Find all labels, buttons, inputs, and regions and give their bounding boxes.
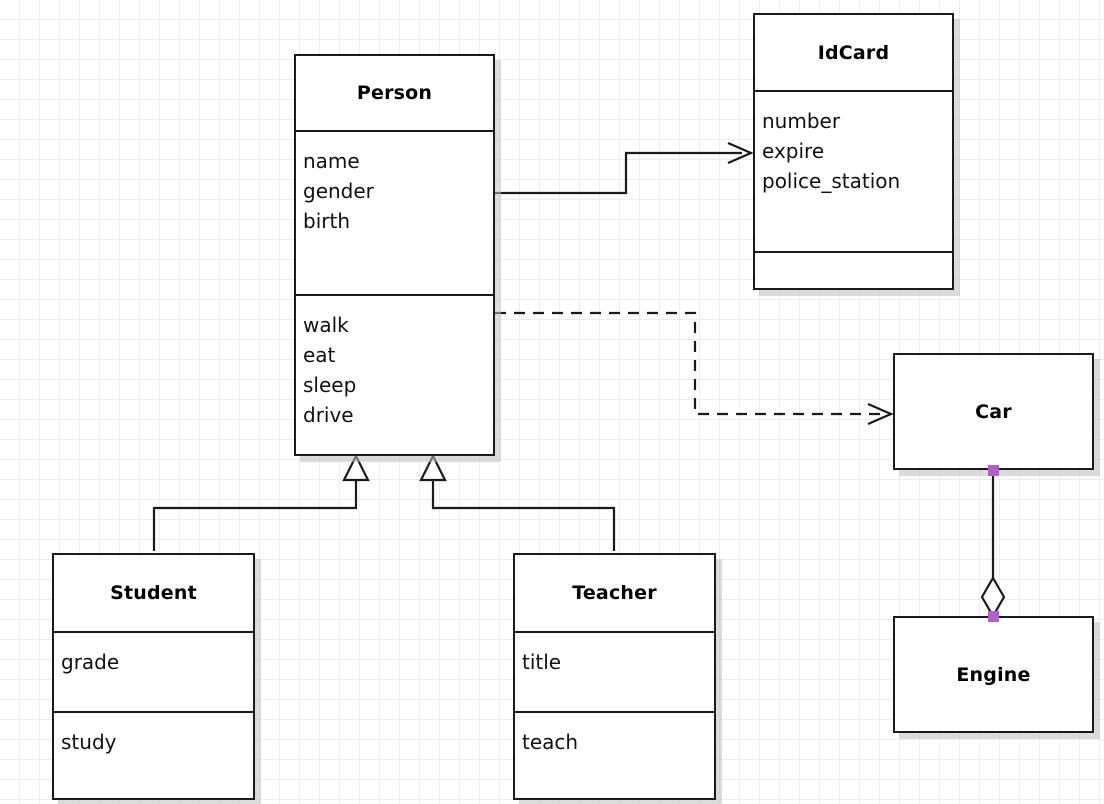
class-student-attributes: grade bbox=[54, 631, 253, 711]
hollow-triangle-teacher bbox=[419, 453, 447, 482]
connection-point-car-bottom[interactable] bbox=[988, 465, 999, 476]
attribute-item: number bbox=[762, 109, 841, 133]
attribute-item: gender bbox=[303, 179, 374, 203]
edge-teacher-person[interactable] bbox=[419, 453, 616, 551]
method-item: teach bbox=[522, 730, 579, 754]
method-item: walk bbox=[303, 313, 349, 337]
class-teacher-attributes: title bbox=[515, 631, 714, 711]
class-idcard[interactable]: IdCard number expire police_station bbox=[753, 13, 954, 290]
class-car-title: Car bbox=[895, 355, 1092, 468]
class-engine[interactable]: Engine bbox=[893, 616, 1094, 733]
class-idcard-methods bbox=[755, 251, 952, 288]
class-person-methods: walk eat sleep drive bbox=[296, 294, 493, 454]
edge-person-idcard[interactable] bbox=[495, 141, 754, 195]
attribute-item: birth bbox=[303, 209, 350, 233]
attribute-item: grade bbox=[61, 650, 120, 674]
method-item: drive bbox=[303, 403, 354, 427]
method-item: eat bbox=[303, 343, 336, 367]
edge-student-person[interactable] bbox=[152, 453, 370, 551]
attribute-item: title bbox=[522, 650, 562, 674]
class-teacher-methods: teach bbox=[515, 711, 714, 798]
method-item: sleep bbox=[303, 373, 357, 397]
attribute-item: police_station bbox=[762, 169, 901, 193]
class-student[interactable]: Student grade study bbox=[52, 553, 255, 800]
class-teacher-title: Teacher bbox=[515, 555, 714, 631]
edge-car-engine[interactable] bbox=[980, 470, 1006, 619]
class-car[interactable]: Car bbox=[893, 353, 1094, 470]
class-teacher[interactable]: Teacher title teach bbox=[513, 553, 716, 800]
class-student-title: Student bbox=[54, 555, 253, 631]
class-person-name: Person bbox=[356, 82, 433, 104]
class-person[interactable]: Person name gender birth walk eat sleep … bbox=[294, 54, 495, 456]
open-arrow-head-car bbox=[867, 402, 894, 426]
class-person-title: Person bbox=[296, 56, 493, 130]
class-student-name: Student bbox=[110, 582, 197, 604]
hollow-triangle-student bbox=[342, 453, 370, 482]
attribute-item: name bbox=[303, 149, 360, 173]
edge-person-car[interactable] bbox=[495, 311, 894, 426]
class-idcard-attributes: number expire police_station bbox=[755, 90, 952, 251]
class-idcard-name: IdCard bbox=[817, 41, 890, 64]
class-engine-title: Engine bbox=[895, 618, 1092, 731]
class-car-name: Car bbox=[975, 400, 1012, 423]
connection-point-engine-top[interactable] bbox=[988, 611, 999, 622]
open-arrow-head-idcard bbox=[727, 141, 754, 165]
class-engine-name: Engine bbox=[956, 663, 1031, 686]
class-teacher-name: Teacher bbox=[572, 582, 657, 604]
class-person-attributes: name gender birth bbox=[296, 130, 493, 294]
class-student-methods: study bbox=[54, 711, 253, 798]
attribute-item: expire bbox=[762, 139, 825, 163]
class-idcard-title: IdCard bbox=[755, 15, 952, 90]
method-item: study bbox=[61, 730, 117, 754]
